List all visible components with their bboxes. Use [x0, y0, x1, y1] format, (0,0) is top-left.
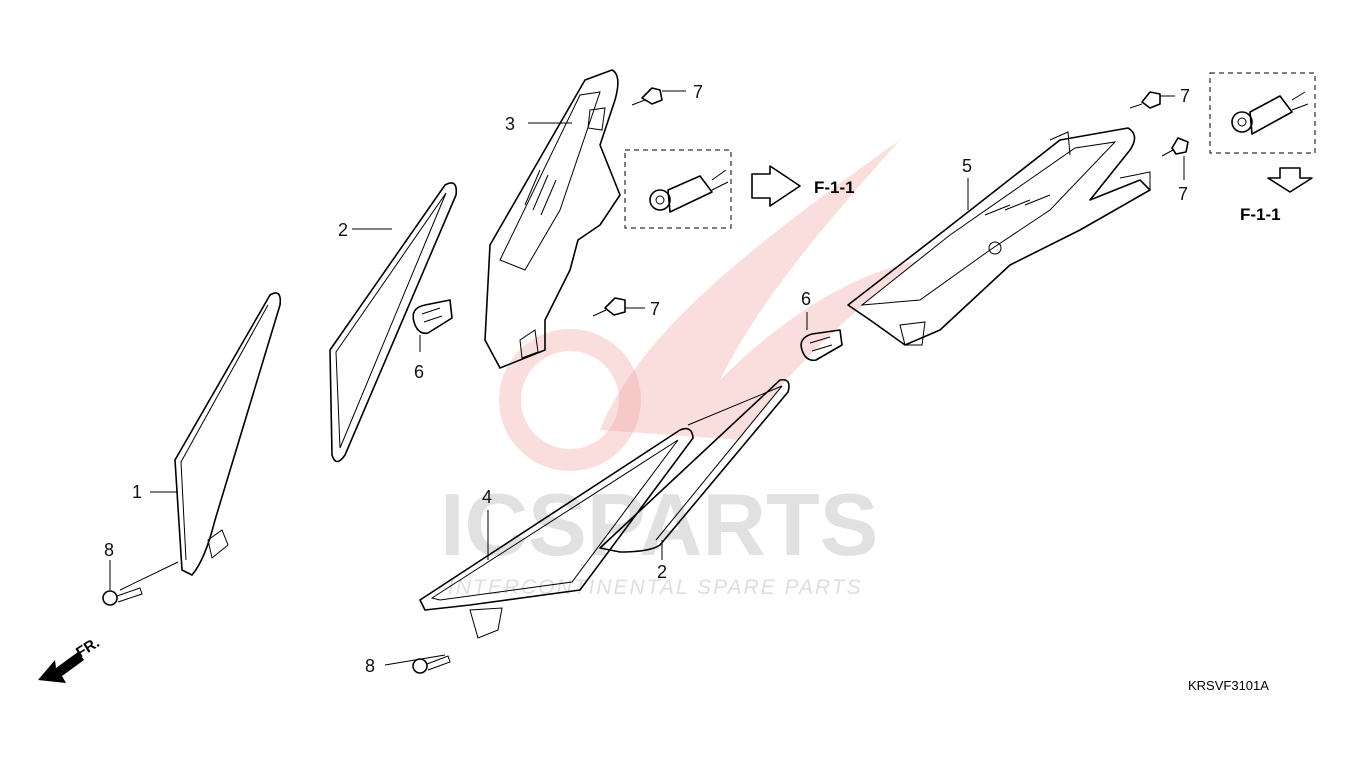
watermark: ICSPARTS INTERCONTINENTAL SPARE PARTS: [440, 140, 920, 599]
part-1-lens: [119, 292, 282, 591]
watermark-wing-logo: [600, 140, 920, 440]
callout-8-left: 8: [104, 540, 114, 560]
part-7-screw-d: [1161, 137, 1189, 180]
watermark-brand-main: ICSPARTS: [440, 475, 878, 574]
callout-2-lower: 2: [657, 562, 667, 582]
callout-7-d: 7: [1178, 184, 1188, 204]
reference-arrow-left-icon: [751, 165, 801, 207]
reference-label-right: F-1-1: [1240, 205, 1281, 224]
reference-arrow-right-icon: [1267, 167, 1313, 193]
callout-6-left: 6: [414, 362, 424, 382]
part-8-screw-left: [102, 560, 143, 606]
part-2-gasket-upper: [329, 182, 458, 463]
callout-8-lower: 8: [365, 656, 375, 676]
part-7-screw-a: [631, 87, 686, 106]
callout-2-upper: 2: [338, 220, 348, 240]
part-8-screw-lower: [412, 655, 451, 674]
part-3-housing: [484, 69, 621, 369]
callout-4: 4: [482, 487, 492, 507]
reference-label-left: F-1-1: [814, 178, 855, 197]
part-7-screw-b: [592, 297, 645, 317]
inset-connector-left: [624, 149, 732, 229]
inset-connector-right: [1209, 72, 1316, 154]
drawing-code: KRSVF3101A: [1188, 678, 1269, 693]
part-4-lens-lower: [384, 427, 694, 666]
callout-7-b: 7: [650, 299, 660, 319]
callout-7-a: 7: [693, 82, 703, 102]
callout-6-right: 6: [801, 289, 811, 309]
part-6-bulb-right: [800, 312, 843, 362]
part-7-screw-c: [1129, 91, 1175, 109]
callout-5: 5: [962, 156, 972, 176]
callout-3: 3: [505, 114, 515, 134]
part-6-bulb-left: [412, 299, 453, 352]
part-5-housing-right: [847, 127, 1151, 346]
watermark-gear-logo: [499, 329, 641, 471]
callout-1: 1: [132, 482, 142, 502]
front-arrow-icon: [38, 652, 84, 683]
watermark-brand-sub: INTERCONTINENTAL SPARE PARTS: [448, 576, 863, 599]
part-2-gasket-lower: [599, 378, 790, 560]
front-direction-arrow: FR.: [38, 634, 103, 683]
callout-7-c: 7: [1180, 86, 1190, 106]
